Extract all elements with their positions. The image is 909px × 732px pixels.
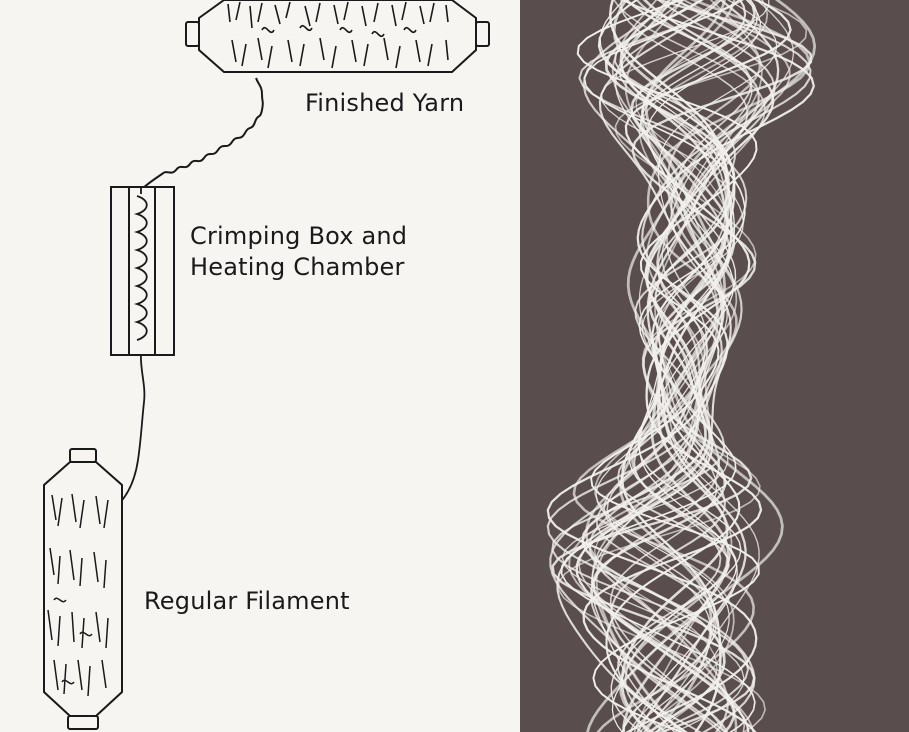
crimped-yarn-thread bbox=[142, 77, 264, 189]
finished-yarn-spool bbox=[185, 0, 490, 73]
yarn-strand bbox=[581, 0, 736, 732]
finished-yarn-label: Finished Yarn bbox=[305, 89, 465, 117]
yarn-strand bbox=[590, 0, 723, 732]
yarn-strand bbox=[575, 0, 775, 732]
yarn-strand bbox=[551, 0, 749, 732]
crimping-box-label: Crimping Box and Heating Chamber bbox=[190, 221, 407, 283]
yarn-strand bbox=[606, 0, 753, 732]
yarn-photo-image bbox=[520, 0, 909, 732]
yarn-strand bbox=[611, 0, 762, 732]
crimping-box-label-line2: Heating Chamber bbox=[190, 253, 405, 281]
regular-filament-label: Regular Filament bbox=[144, 587, 350, 615]
regular-filament-spool bbox=[43, 448, 123, 730]
yarn-strand bbox=[619, 0, 762, 732]
yarn-strand bbox=[546, 0, 812, 732]
yarn-strand bbox=[595, 0, 730, 732]
crimping-box bbox=[110, 186, 175, 356]
yarn-strand bbox=[578, 0, 766, 732]
yarn-strand bbox=[619, 0, 729, 732]
yarn-strand bbox=[584, 0, 738, 732]
yarn-strand bbox=[557, 0, 808, 732]
crimping-box-label-line1: Crimping Box and bbox=[190, 222, 408, 250]
yarn-strand bbox=[633, 0, 763, 732]
yarn-strand bbox=[592, 0, 756, 732]
yarn-strand bbox=[594, 0, 769, 732]
process-diagram bbox=[43, 0, 490, 730]
yarn-strand bbox=[556, 0, 732, 732]
textured-yarn-photo bbox=[520, 0, 909, 732]
